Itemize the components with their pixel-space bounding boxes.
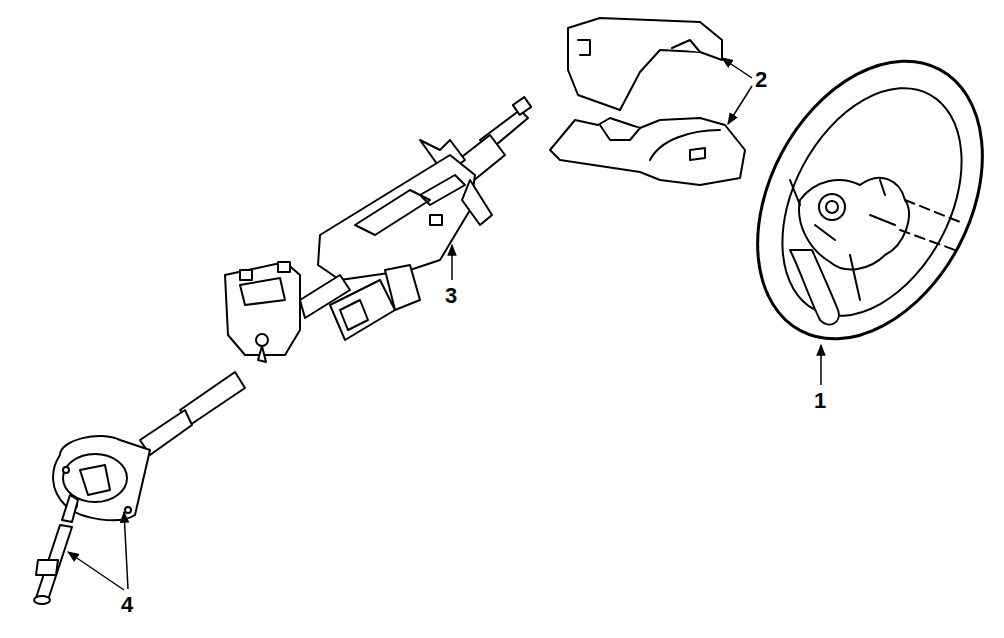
intermediate-shaft bbox=[34, 372, 245, 604]
steering-wheel bbox=[712, 22, 1004, 377]
steering-column bbox=[225, 97, 531, 362]
callout-number: 1 bbox=[814, 389, 826, 413]
column-shroud bbox=[550, 18, 745, 185]
callout-number: 2 bbox=[755, 68, 767, 92]
callout-number: 4 bbox=[121, 593, 133, 617]
leader-lines bbox=[68, 58, 821, 590]
callout-number: 3 bbox=[445, 284, 457, 308]
